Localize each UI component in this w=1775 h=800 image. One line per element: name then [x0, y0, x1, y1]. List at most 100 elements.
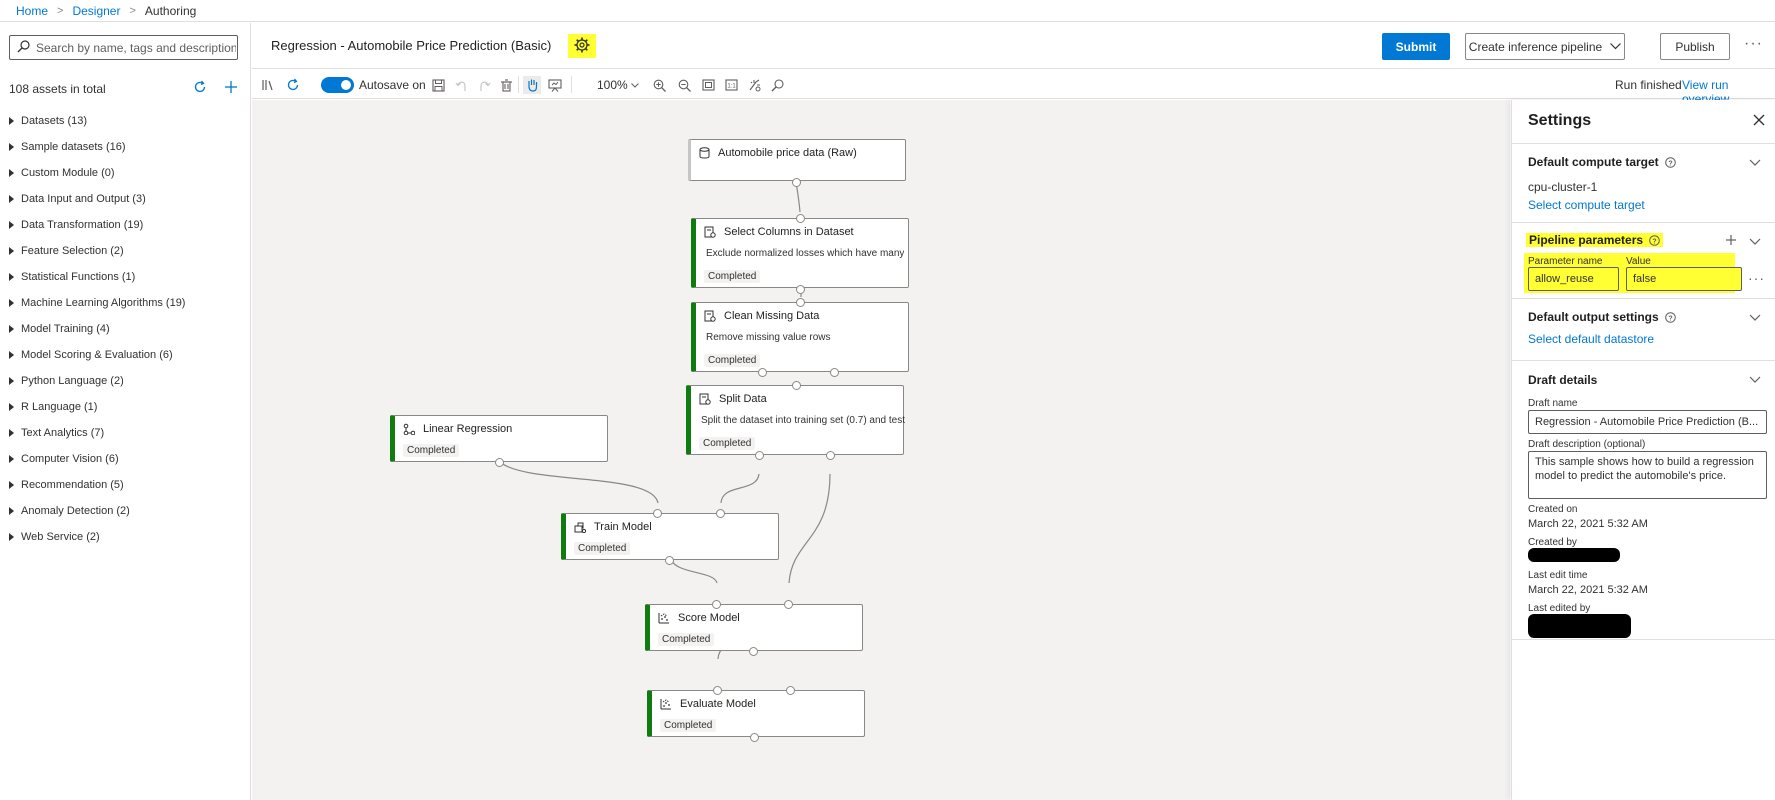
- node-evaluate-model[interactable]: Evaluate Model Completed: [647, 690, 865, 737]
- output-port[interactable]: [750, 733, 759, 742]
- autosave-toggle[interactable]: [321, 77, 354, 93]
- refresh-icon[interactable]: [284, 76, 302, 94]
- input-port[interactable]: [786, 686, 795, 695]
- asset-library-icon[interactable]: [259, 76, 277, 94]
- zoom-dropdown[interactable]: 100%: [597, 78, 639, 92]
- input-port[interactable]: [716, 509, 725, 518]
- plus-icon[interactable]: [222, 78, 240, 96]
- search-box[interactable]: [9, 35, 238, 60]
- undo-icon[interactable]: [452, 76, 470, 94]
- input-port[interactable]: [712, 600, 721, 609]
- assets-count: 108 assets in total: [9, 82, 106, 96]
- draft-description-input[interactable]: This sample shows how to build a regress…: [1528, 451, 1767, 499]
- input-port[interactable]: [784, 600, 793, 609]
- submit-button[interactable]: Submit: [1382, 33, 1450, 60]
- toggle-knob: [341, 80, 351, 90]
- node-score-model[interactable]: Score Model Completed: [645, 604, 863, 651]
- node-select-columns[interactable]: Select Columns in Dataset Exclude normal…: [691, 218, 909, 288]
- node-linear-regression[interactable]: Linear Regression Completed: [390, 415, 608, 462]
- input-port[interactable]: [653, 509, 662, 518]
- category-item[interactable]: Model Scoring & Evaluation (6): [0, 342, 250, 368]
- info-icon[interactable]: ?: [1664, 311, 1676, 323]
- info-icon[interactable]: ?: [1664, 156, 1676, 168]
- node-title: Score Model: [678, 612, 740, 624]
- asset-category-list: Datasets (13) Sample datasets (16) Custo…: [0, 108, 250, 550]
- category-item[interactable]: Statistical Functions (1): [0, 264, 250, 290]
- node-automobile-price-data[interactable]: Automobile price data (Raw): [688, 139, 906, 181]
- input-port[interactable]: [792, 381, 801, 390]
- category-item[interactable]: Web Service (2): [0, 524, 250, 550]
- parameter-value-input[interactable]: [1626, 267, 1742, 291]
- select-compute-target-link[interactable]: Select compute target: [1528, 198, 1645, 212]
- category-item[interactable]: Machine Learning Algorithms (19): [0, 290, 250, 316]
- output-port[interactable]: [665, 556, 674, 565]
- chevron-down-icon[interactable]: [1749, 156, 1761, 168]
- settings-gear-button[interactable]: [568, 34, 596, 58]
- select-default-datastore-link[interactable]: Select default datastore: [1528, 332, 1655, 346]
- parameter-more-button[interactable]: ···: [1748, 270, 1765, 286]
- search-canvas-icon[interactable]: [768, 76, 786, 94]
- node-description: Exclude normalized losses which have man…: [706, 248, 905, 259]
- delete-icon[interactable]: [497, 76, 515, 94]
- category-item[interactable]: Computer Vision (6): [0, 446, 250, 472]
- chevron-down-icon[interactable]: [1749, 235, 1761, 247]
- chevron-down-icon[interactable]: [1749, 373, 1761, 385]
- pan-hand-icon[interactable]: [523, 76, 541, 94]
- category-item[interactable]: Sample datasets (16): [0, 134, 250, 160]
- output-port[interactable]: [758, 368, 767, 377]
- category-item[interactable]: Datasets (13): [0, 108, 250, 134]
- actual-size-icon[interactable]: 1:1: [722, 76, 740, 94]
- chevron-down-icon[interactable]: [1749, 311, 1761, 323]
- output-port[interactable]: [826, 451, 835, 460]
- category-item[interactable]: Python Language (2): [0, 368, 250, 394]
- input-port[interactable]: [796, 214, 805, 223]
- output-port[interactable]: [792, 178, 801, 187]
- category-item[interactable]: Recommendation (5): [0, 472, 250, 498]
- output-port[interactable]: [755, 451, 764, 460]
- draft-name-input[interactable]: [1528, 410, 1767, 434]
- category-item[interactable]: Model Training (4): [0, 316, 250, 342]
- category-item[interactable]: Feature Selection (2): [0, 238, 250, 264]
- search-input[interactable]: [36, 40, 236, 55]
- save-icon[interactable]: [429, 76, 447, 94]
- publish-button[interactable]: Publish: [1660, 33, 1730, 60]
- category-label: Web Service (2): [21, 531, 100, 543]
- breadcrumb-home-link[interactable]: Home: [16, 3, 49, 18]
- category-item[interactable]: Text Analytics (7): [0, 420, 250, 446]
- more-options-button[interactable]: ···: [1744, 35, 1763, 52]
- info-icon[interactable]: ?: [1649, 234, 1660, 246]
- close-icon[interactable]: [1752, 113, 1766, 127]
- category-label: Machine Learning Algorithms (19): [21, 297, 186, 309]
- refresh-icon[interactable]: [191, 78, 209, 96]
- output-port[interactable]: [796, 285, 805, 294]
- plus-icon[interactable]: [1725, 234, 1737, 246]
- create-inference-pipeline-button[interactable]: Create inference pipeline: [1465, 33, 1625, 60]
- caret-right-icon: [9, 117, 14, 125]
- pipeline-canvas[interactable]: Automobile price data (Raw) Select Colum…: [252, 100, 1510, 800]
- category-item[interactable]: Data Input and Output (3): [0, 186, 250, 212]
- input-port[interactable]: [796, 298, 805, 307]
- redo-icon[interactable]: [475, 76, 493, 94]
- node-train-model[interactable]: Train Model Completed: [561, 513, 779, 560]
- pipeline-header: Regression - Automobile Price Prediction…: [252, 23, 1775, 69]
- presentation-icon[interactable]: [546, 76, 564, 94]
- category-item[interactable]: Data Transformation (19): [0, 212, 250, 238]
- category-item[interactable]: R Language (1): [0, 394, 250, 420]
- output-port[interactable]: [830, 368, 839, 377]
- auto-layout-icon[interactable]: [745, 76, 763, 94]
- parameter-name-input[interactable]: [1528, 267, 1619, 291]
- output-port[interactable]: [749, 647, 758, 656]
- zoom-out-icon[interactable]: [675, 76, 693, 94]
- caret-right-icon: [9, 169, 14, 177]
- breadcrumb-designer-link[interactable]: Designer: [72, 3, 121, 18]
- input-port[interactable]: [713, 686, 722, 695]
- zoom-in-icon[interactable]: [650, 76, 668, 94]
- breadcrumb-separator-icon: >: [57, 4, 64, 17]
- category-item[interactable]: Anomaly Detection (2): [0, 498, 250, 524]
- fit-to-screen-icon[interactable]: [699, 76, 717, 94]
- draft-details-section: Draft details Draft name Draft descripti…: [1512, 360, 1775, 640]
- category-item[interactable]: Custom Module (0): [0, 160, 250, 186]
- output-port[interactable]: [495, 458, 504, 467]
- node-split-data[interactable]: Split Data Split the dataset into traini…: [686, 385, 905, 455]
- node-clean-missing-data[interactable]: Clean Missing Data Remove missing value …: [691, 302, 909, 372]
